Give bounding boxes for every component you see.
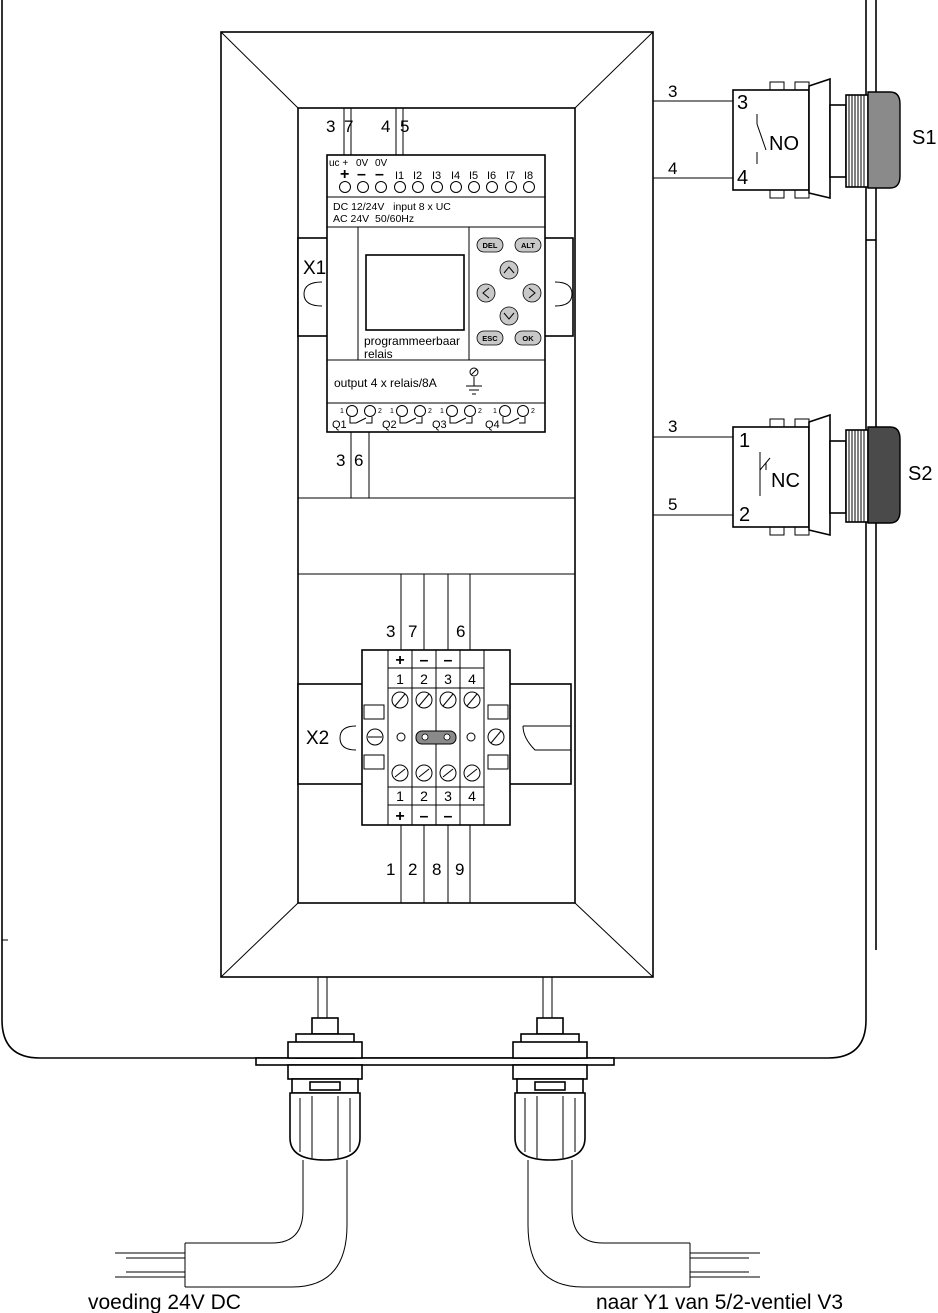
- x2-bottom-num-4: 4: [468, 788, 476, 804]
- plc-output-q4: Q4: [485, 419, 500, 431]
- s2-nc-label: NC: [771, 470, 800, 492]
- plc-q1-pin2: 2: [378, 408, 382, 415]
- cable-gland-left: [115, 1017, 363, 1288]
- x2-bottom-num-1: 1: [396, 788, 404, 804]
- cable-gland-right: [512, 1017, 760, 1288]
- plc-output-q1: Q1: [332, 419, 347, 431]
- plc-ok-button: OK: [522, 334, 534, 343]
- plc-esc-button: ESC: [482, 334, 498, 343]
- plc-text: uc + 0V 0V + – – I1 I2 I3 I4 I5 I6 I7 I8…: [329, 158, 535, 431]
- plc-top-wires: [343, 108, 404, 498]
- x2-wire-label-8: 8: [432, 860, 441, 879]
- plc-0v-label-1: 0V: [356, 158, 369, 169]
- cable-wires: [317, 977, 553, 1018]
- plc-output-q3: Q3: [432, 419, 447, 431]
- x2-top-num-2: 2: [420, 671, 428, 687]
- plc-input-i2: I2: [413, 170, 422, 182]
- plc-spec-line-1: DC 12/24V input 8 x UC: [333, 201, 451, 213]
- switch-s1-no: [732, 77, 901, 200]
- x2-top-minus-1: –: [420, 652, 429, 669]
- s1-contact-4: 4: [737, 167, 748, 189]
- plc-input-i8: I8: [524, 170, 533, 182]
- x2-top-num-1: 1: [396, 671, 404, 687]
- plc-input-i3: I3: [432, 170, 441, 182]
- x2-wire-label-3: 3: [386, 622, 395, 641]
- switch-wires: [653, 100, 733, 516]
- plc-input-i6: I6: [487, 170, 496, 182]
- wire-label-3b: 3: [336, 451, 345, 470]
- x2-wire-label-9: 9: [455, 860, 464, 879]
- x2-wire-label-1: 1: [386, 860, 395, 879]
- plc-spec-line-2: AC 24V 50/60Hz: [333, 213, 414, 225]
- plc-del-button: DEL: [483, 241, 498, 250]
- wire-label-s2-top: 3: [668, 417, 677, 436]
- plc-q1-pin1: 1: [340, 408, 344, 415]
- plc-q3-pin1: 1: [440, 408, 444, 415]
- plc-input-i7: I7: [506, 170, 515, 182]
- x2-bottom-num-3: 3: [444, 788, 452, 804]
- plc-minus-sign-1: –: [357, 166, 366, 183]
- x2-bottom-minus-1: –: [420, 808, 429, 825]
- caption-valve: naar Y1 van 5/2-ventiel V3: [596, 1291, 843, 1313]
- plc-input-i1: I1: [395, 170, 404, 182]
- x2-top-plus: +: [395, 652, 404, 669]
- plc-output-text: output 4 x relais/8A: [334, 376, 437, 390]
- wire-label-4: 4: [381, 117, 390, 136]
- wire-label-6: 6: [354, 451, 363, 470]
- wire-label-s1-bottom: 4: [668, 159, 677, 178]
- x2-top-minus-2: –: [444, 652, 453, 669]
- terminal-block-x2: [361, 649, 511, 826]
- plc-display-label-1: programmeerbaar: [364, 334, 460, 348]
- plc-input-i5: I5: [469, 170, 478, 182]
- plc-minus-sign-2: –: [375, 166, 384, 183]
- plc-display-label-2: relais: [364, 347, 393, 361]
- x2-wires: [400, 574, 471, 903]
- x2-wire-label-7: 7: [408, 622, 417, 641]
- wire-label-3: 3: [326, 117, 335, 136]
- plc-plus-sign: +: [340, 166, 349, 183]
- plc-0v-label-2: 0V: [375, 158, 388, 169]
- wire-label-5: 5: [400, 117, 409, 136]
- x2-top-num-3: 3: [444, 671, 452, 687]
- s2-contact-1: 1: [739, 430, 750, 452]
- switch-s2-nc: [732, 413, 901, 537]
- plc-q4-pin1: 1: [493, 408, 497, 415]
- s1-no-label: NO: [769, 133, 799, 155]
- label-x1: X1: [303, 258, 326, 279]
- plc-q4-pin2: 2: [531, 408, 535, 415]
- wire-label-7: 7: [344, 117, 353, 136]
- x2-bottom-num-2: 2: [420, 788, 428, 804]
- s1-contact-3: 3: [737, 92, 748, 114]
- plc-q3-pin2: 2: [478, 408, 482, 415]
- x2-wire-label-6: 6: [456, 622, 465, 641]
- plc-output-q2: Q2: [382, 419, 397, 431]
- label-x2: X2: [306, 728, 329, 749]
- label-s1: S1: [912, 127, 936, 149]
- plc-uc-label: uc +: [329, 158, 348, 169]
- terminal-x2-text: + – – 1 2 3 4 1 2 3 4 + – –: [395, 652, 476, 825]
- x2-top-num-4: 4: [468, 671, 476, 687]
- label-s2: S2: [908, 463, 932, 485]
- gland-plate: [255, 1057, 615, 1066]
- plc-q2-pin2: 2: [428, 408, 432, 415]
- plc-alt-button: ALT: [521, 241, 535, 250]
- wire-label-s1-top: 3: [668, 82, 677, 101]
- caption-supply: voeding 24V DC: [88, 1291, 241, 1313]
- mounting-frame: [220, 31, 654, 978]
- plc-q2-pin1: 1: [390, 408, 394, 415]
- x2-wire-label-2: 2: [408, 860, 417, 879]
- s2-contact-2: 2: [739, 504, 750, 526]
- plc-input-i4: I4: [451, 170, 460, 182]
- x2-bottom-minus-2: –: [444, 808, 453, 825]
- wire-label-s2-bottom: 5: [668, 495, 677, 514]
- x2-bottom-plus: +: [395, 808, 404, 825]
- plc-module: [326, 154, 546, 433]
